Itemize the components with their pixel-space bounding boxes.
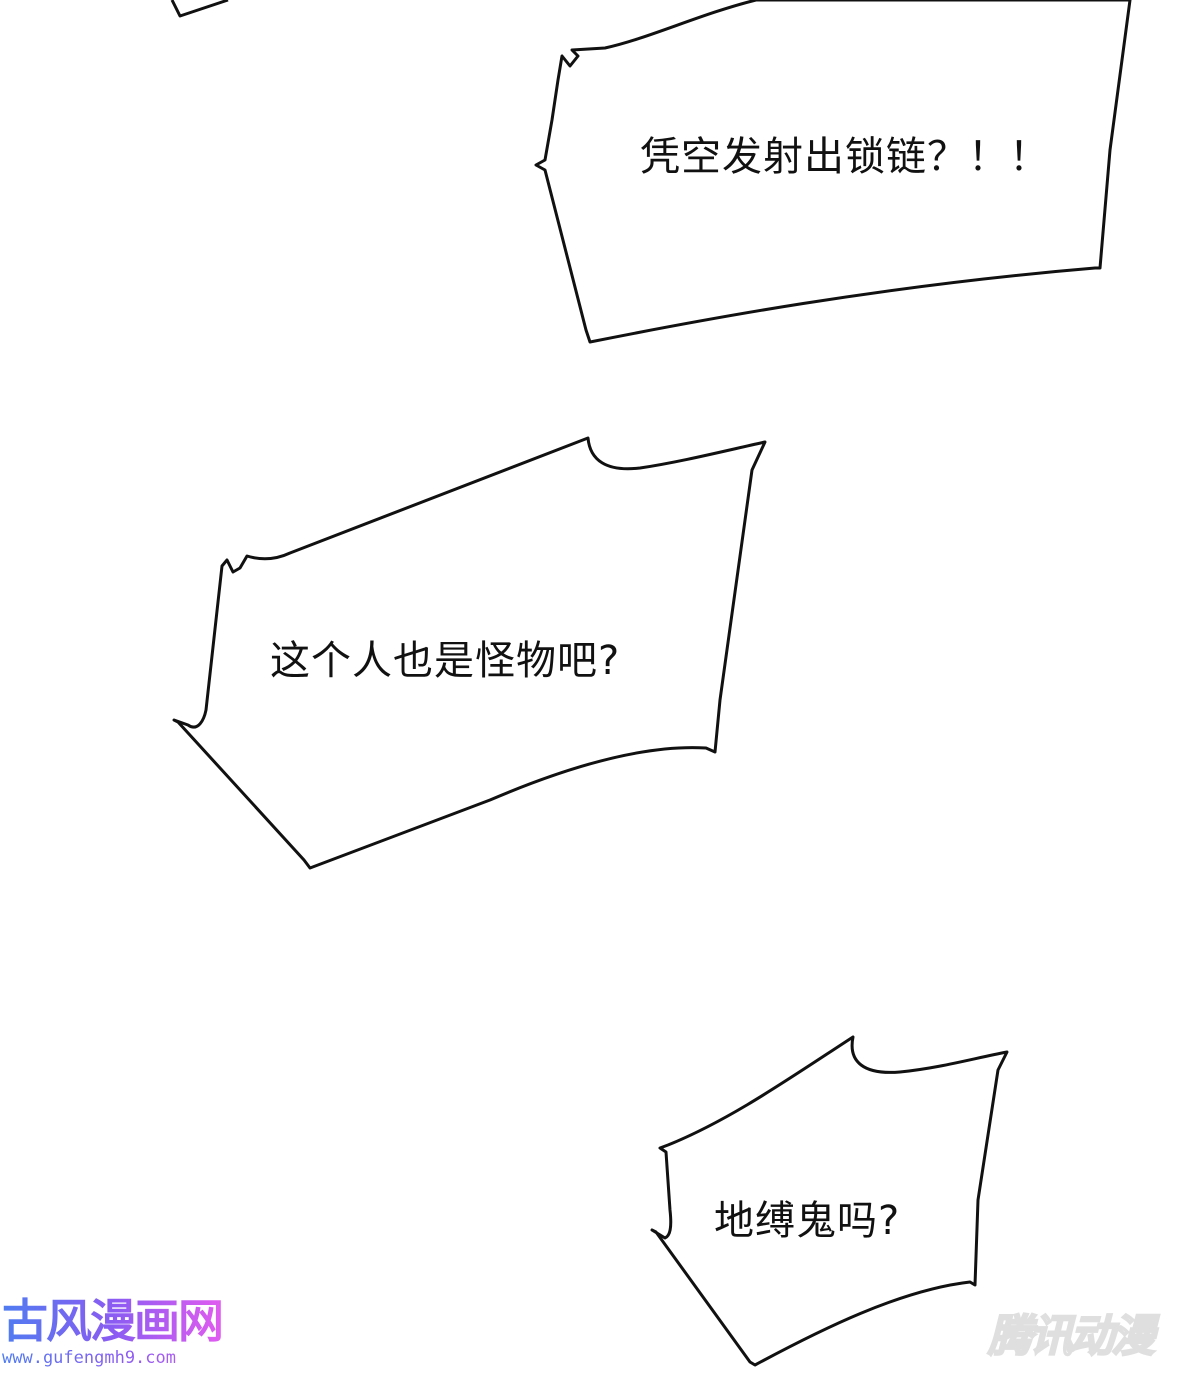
tencent-comic-watermark: 腾讯动漫 [987, 1310, 1156, 1363]
bubble-2-outline [172, 436, 767, 870]
partial-bubble-outline [170, 0, 229, 18]
bubble-1-outline [534, 0, 1132, 344]
gufeng-logo: 古风漫画网 [2, 1294, 224, 1348]
bubble-1-text: 凭空发射出锁链？！！ [640, 134, 1050, 180]
gufeng-watermark: 古风漫画网 www.gufengmh9.com [2, 1294, 224, 1368]
bubble-3-text: 地缚鬼吗? [714, 1198, 901, 1244]
bubble-3-outline [650, 1035, 1009, 1367]
gufeng-url: www.gufengmh9.com [2, 1348, 222, 1368]
bubble-2-text: 这个人也是怪物吧? [270, 638, 621, 684]
